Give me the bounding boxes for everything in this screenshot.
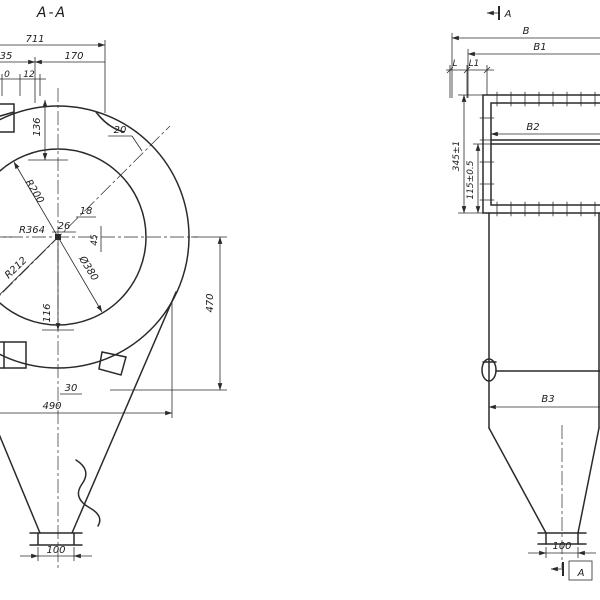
left-labels: A-A 711 35 170 0 12 136 20 R200 18 26 45… <box>0 5 216 556</box>
dim-136-label: 136 <box>32 117 43 136</box>
dim-490-label: 490 <box>42 401 61 412</box>
section-a-top-label: A <box>504 9 512 20</box>
dim-dia380-label: Ø380 <box>76 253 101 283</box>
dim-12-label: 12 <box>23 70 35 80</box>
dim-b2-label: B2 <box>526 122 539 133</box>
dim-711-label: 711 <box>25 34 44 45</box>
dim-100-right-label: 100 <box>552 541 571 552</box>
right-view: A B B1 L L1 B2 345±1 115±0.5 B3 100 A <box>446 6 600 581</box>
dim-470-label: 470 <box>205 293 216 312</box>
dim-35-label: 35 <box>0 51 12 62</box>
left-view: A-A 711 35 170 0 12 136 20 R200 18 26 45… <box>0 5 227 570</box>
dim-345-label: 345±1 <box>452 141 462 171</box>
right-labels: A B B1 L L1 B2 345±1 115±0.5 B3 100 A <box>452 9 585 579</box>
section-title: A-A <box>36 5 67 21</box>
dim-100-left-label: 100 <box>46 545 65 556</box>
dim-b3-label: B3 <box>541 394 554 405</box>
dim-116-label: 116 <box>42 303 53 322</box>
dim-b-label: B <box>523 26 530 37</box>
dim-l-label: L <box>452 59 457 69</box>
left-outline <box>0 103 190 546</box>
dim-170-label: 170 <box>64 51 83 62</box>
right-outline <box>479 91 600 545</box>
dim-r212-label: R212 <box>3 255 29 281</box>
section-a-bottom-label: A <box>577 568 585 579</box>
dim-0-label: 0 <box>4 70 10 80</box>
dim-45-label: 45 <box>90 234 100 246</box>
dim-r364-label: R364 <box>19 225 45 236</box>
dim-l1-label: L1 <box>469 59 480 69</box>
dim-18-label: 18 <box>80 206 93 217</box>
dim-26-label: 26 <box>58 221 71 232</box>
left-dimensions <box>0 40 227 561</box>
right-dimensions <box>446 6 600 581</box>
dim-115-label: 115±0.5 <box>466 160 476 199</box>
dim-20-label: 20 <box>114 125 127 136</box>
dim-30-label: 30 <box>65 383 78 394</box>
dim-b1-label: B1 <box>533 42 546 53</box>
dim-r200-label: R200 <box>23 178 46 206</box>
